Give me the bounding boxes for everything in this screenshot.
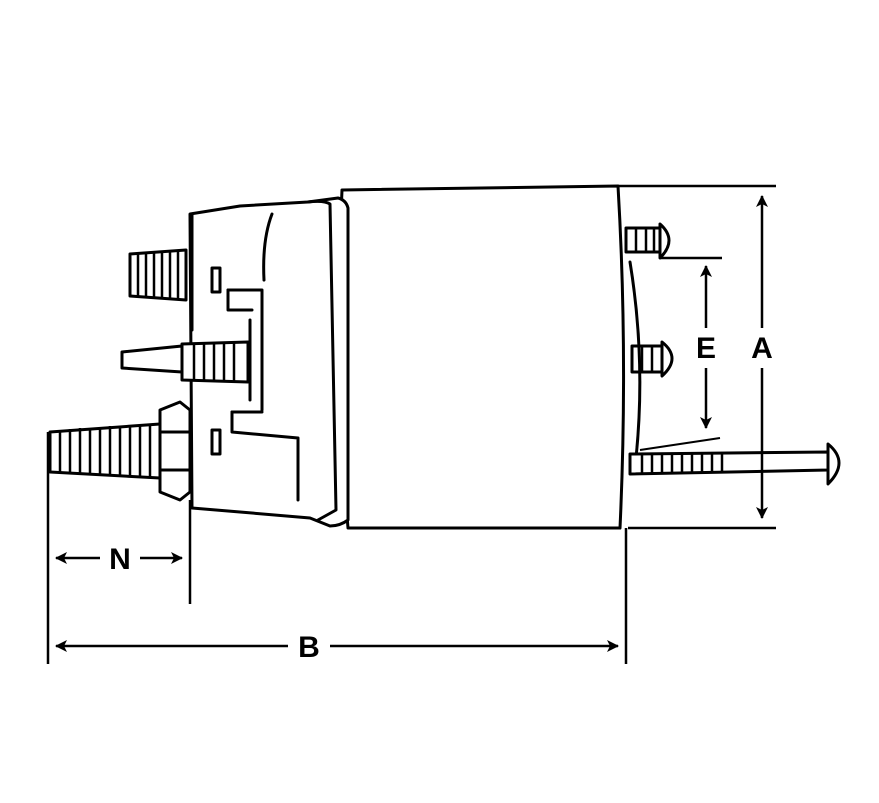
dimension-a: A <box>751 195 773 519</box>
middle-terminal <box>120 340 250 384</box>
dimension-e-label: E <box>696 332 716 365</box>
dimension-b-label: B <box>298 631 320 664</box>
solenoid-body <box>337 184 626 530</box>
upper-terminal-stud <box>128 248 188 302</box>
dimension-a-label: A <box>751 332 773 365</box>
rear-bolt-upper <box>624 222 671 260</box>
plunger-rod <box>628 442 841 486</box>
lower-terminal-stud <box>48 400 192 502</box>
extension-lines <box>46 184 776 664</box>
dimension-n: N <box>55 543 183 576</box>
rear-end-plate <box>628 260 642 460</box>
plunger-head <box>826 442 841 486</box>
dimension-e: E <box>696 265 716 429</box>
terminal-cap <box>188 196 350 528</box>
dimension-b: B <box>55 631 619 664</box>
dimension-n-label: N <box>109 543 131 576</box>
hex-nut <box>158 400 192 502</box>
